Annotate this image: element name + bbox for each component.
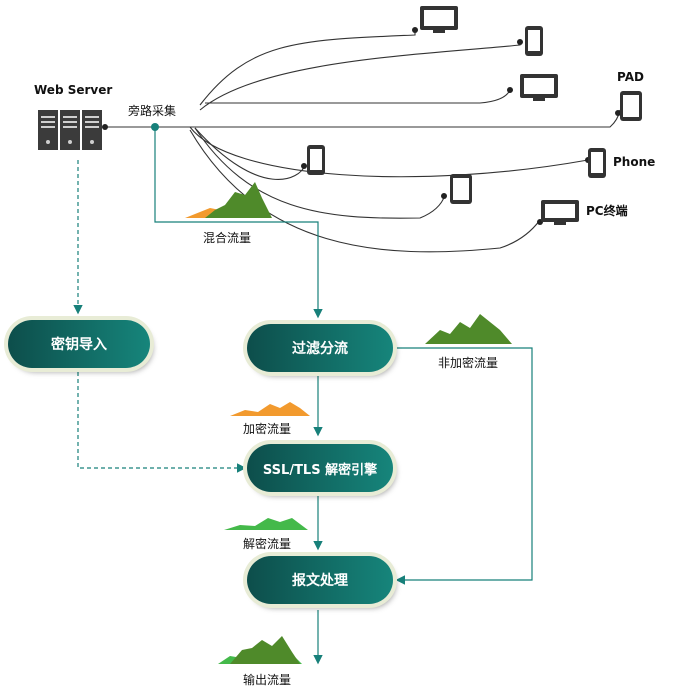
pc-label: PC终端	[586, 204, 628, 218]
key-import-node[interactable]: 密钥导入	[8, 320, 150, 368]
server-label: Web Server	[34, 83, 113, 97]
filter-node[interactable]: 过滤分流	[247, 324, 393, 372]
phone-icon	[588, 148, 606, 178]
unencrypted-traffic-graph	[425, 314, 512, 344]
output-traffic-graph	[218, 636, 302, 664]
mixed-traffic-graph	[185, 182, 272, 218]
monitor-icon	[541, 200, 579, 225]
server-rack-icon	[38, 110, 102, 150]
pad-label: PAD	[617, 70, 644, 84]
tap-point	[151, 123, 159, 131]
phone-icon	[525, 26, 543, 56]
tap-label: 旁路采集	[128, 104, 177, 118]
monitor-icon	[520, 74, 558, 101]
decrypted-traffic-graph	[224, 518, 308, 530]
network-dots	[102, 27, 621, 225]
phone-icon	[307, 145, 325, 175]
pipeline-links	[313, 347, 533, 665]
decrypt-engine-node[interactable]: SSL/TLS 解密引擎	[247, 444, 393, 492]
mixed-traffic-label: 混合流量	[203, 231, 252, 245]
packet-process-node[interactable]: 报文处理	[247, 556, 393, 604]
tablet-icon	[450, 174, 472, 204]
output-traffic-label: 输出流量	[243, 673, 292, 687]
monitor-icon	[420, 6, 458, 33]
phone-label: Phone	[613, 155, 656, 169]
unencrypted-traffic-label: 非加密流量	[438, 356, 499, 370]
tablet-icon	[620, 91, 642, 121]
key-link	[73, 160, 247, 473]
tap-link	[154, 127, 323, 319]
decrypted-traffic-label: 解密流量	[243, 537, 292, 551]
encrypted-traffic-label: 加密流量	[243, 422, 292, 436]
encrypted-traffic-graph	[230, 402, 310, 416]
